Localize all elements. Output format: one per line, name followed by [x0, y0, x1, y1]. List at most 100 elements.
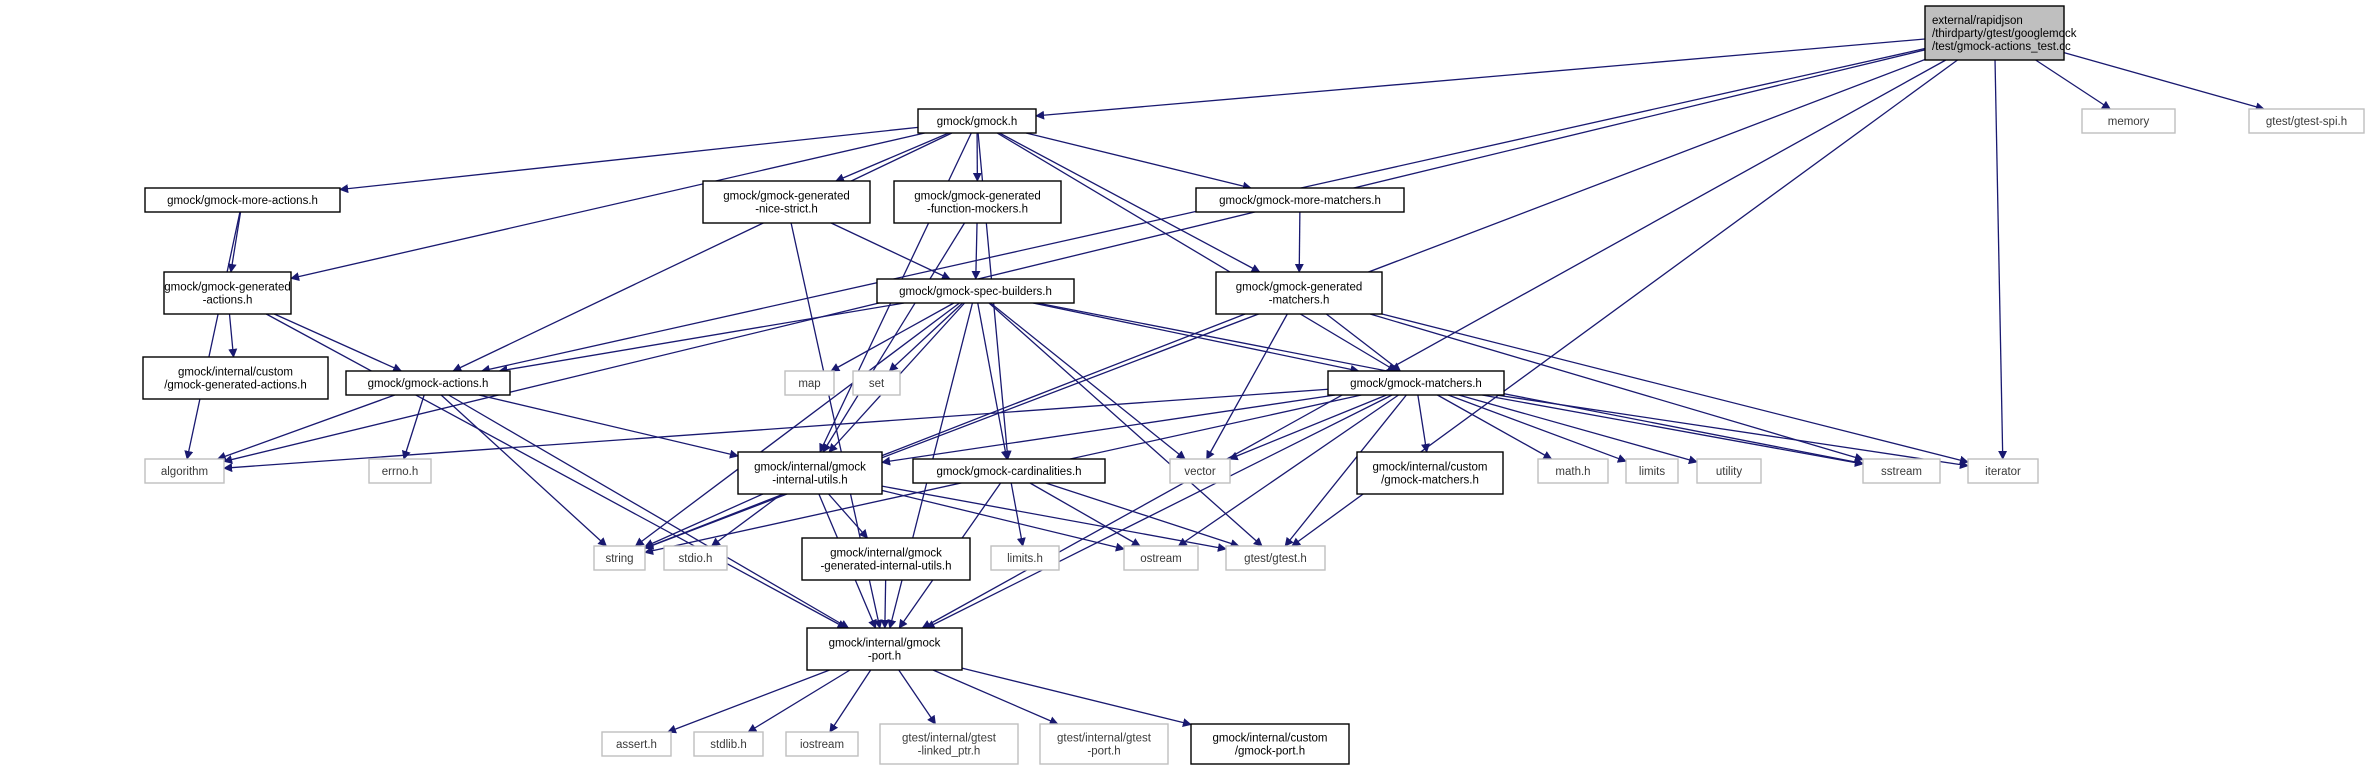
node-label-line: gmock/internal/custom [1212, 733, 1327, 745]
node-box [1195, 187, 1405, 213]
node-more_actions[interactable]: gmock/gmock-more-actions.h [144, 187, 341, 213]
node-label-line: -internal-utils.h [772, 475, 847, 487]
edge-port-to-assert [666, 669, 830, 734]
edge-gen_nice-to-spec_builders [830, 222, 951, 280]
edge-port-to-gtest_port [932, 669, 1059, 725]
node-label-line: stdio.h [679, 553, 713, 565]
node-iterator: iterator [1967, 458, 2039, 484]
node-actions[interactable]: gmock/gmock-actions.h [345, 370, 511, 396]
node-gmock_h[interactable]: gmock/gmock.h [917, 108, 1037, 134]
edge-gen_matchers-to-sstream [1369, 313, 1864, 462]
node-string: string [593, 545, 646, 571]
node-label-line: gmock/internal/gmock [830, 548, 942, 560]
edge-gen_actions-to-port [265, 313, 847, 629]
edge-matchers-to-algorithm [223, 388, 1329, 473]
node-label-line: sstream [1881, 466, 1922, 478]
node-root[interactable]: external/rapidjson/thirdparty/gtest/goog… [1924, 5, 2077, 61]
node-box [1225, 545, 1326, 571]
node-box [142, 356, 329, 400]
node-cardinalities[interactable]: gmock/gmock-cardinalities.h [912, 458, 1106, 484]
node-custom_gen_actions[interactable]: gmock/internal/custom/gmock-generated-ac… [142, 356, 329, 400]
edge-gen_actions-to-custom_gen_actions [228, 313, 238, 358]
node-label-line: -port.h [868, 651, 901, 663]
edge-gmock_h-to-gen_actions [290, 132, 925, 282]
node-label-line: assert.h [616, 739, 657, 751]
node-box [1696, 458, 1762, 484]
node-label-line: -nice-strict.h [755, 204, 818, 216]
edge-actions-to-internal_utils [478, 394, 739, 459]
edge-matchers-to-ostream [1177, 394, 1399, 547]
edge-internal_utils-to-stdio [710, 493, 783, 547]
node-box [801, 537, 971, 581]
edge-gen_matchers-to-matchers [1325, 313, 1402, 372]
node-label-line: map [798, 378, 820, 390]
node-box [917, 108, 1037, 134]
node-stdio: stdio.h [663, 545, 728, 571]
node-box [852, 370, 901, 396]
node-set: set [852, 370, 901, 396]
edge-gen_matchers-to-iterator [1381, 313, 1969, 465]
node-box [1862, 458, 1941, 484]
node-label-line: gtest/internal/gtest [902, 733, 997, 745]
node-more_matchers[interactable]: gmock/gmock-more-matchers.h [1195, 187, 1405, 213]
node-custom_matchers[interactable]: gmock/internal/custom/gmock-matchers.h [1356, 451, 1504, 495]
node-gen_actions[interactable]: gmock/gmock-generated-actions.h [163, 271, 292, 315]
node-label-line: iostream [800, 739, 844, 751]
node-box [345, 370, 511, 396]
node-box [693, 731, 764, 757]
node-custom_port[interactable]: gmock/internal/custom/gmock-port.h [1190, 723, 1350, 765]
edge-root-to-port [921, 59, 1947, 629]
node-label-line: -matchers.h [1269, 295, 1330, 307]
node-iostream: iostream [785, 731, 859, 757]
nodes-layer: external/rapidjson/thirdparty/gtest/goog… [142, 5, 2365, 765]
node-box [144, 458, 225, 484]
node-gtest_port: gtest/internal/gtest-port.h [1039, 723, 1169, 765]
node-map: map [784, 370, 835, 396]
edges-layer [184, 38, 2265, 734]
node-box [1169, 458, 1231, 484]
node-box [1123, 545, 1199, 571]
node-gen_internal_utils[interactable]: gmock/internal/gmock-generated-internal-… [801, 537, 971, 581]
edge-gen_matchers-to-string [644, 313, 1246, 550]
node-label-line: algorithm [161, 466, 208, 478]
node-port[interactable]: gmock/internal/gmock-port.h [806, 627, 963, 671]
node-gen_nice[interactable]: gmock/gmock-generated-nice-strict.h [702, 180, 871, 224]
node-box [1327, 370, 1505, 396]
edge-matchers-to-iterator [1495, 394, 1969, 470]
edge-port-to-iostream [829, 669, 872, 733]
node-label-line: -generated-internal-utils.h [820, 561, 951, 573]
node-label-line: gmock/gmock-matchers.h [1350, 378, 1482, 390]
edge-gmock_h-to-more_matchers [1025, 132, 1252, 191]
edge-spec_builders-to-matchers [1032, 302, 1360, 374]
edge-matchers-to-utility [1458, 394, 1698, 465]
node-gen_func[interactable]: gmock/gmock-generated-function-mockers.h [893, 180, 1062, 224]
node-box [879, 723, 1019, 765]
node-gtest_h: gtest/gtest.h [1225, 545, 1326, 571]
node-box [702, 180, 871, 224]
node-gen_matchers[interactable]: gmock/gmock-generated-matchers.h [1215, 271, 1383, 315]
node-gtest_spi: gtest/gtest-spi.h [2248, 108, 2365, 134]
edge-spec_builders-to-cardinalities [977, 302, 1010, 460]
node-algorithm: algorithm [144, 458, 225, 484]
node-box [601, 731, 672, 757]
node-spec_builders[interactable]: gmock/gmock-spec-builders.h [876, 278, 1075, 304]
node-label-line: stdlib.h [710, 739, 746, 751]
edge-spec_builders-to-gtest_h [988, 302, 1263, 547]
edge-gen_actions-to-actions [274, 313, 403, 372]
edge-spec_builders-to-vector [990, 302, 1186, 460]
edge-more_matchers-to-gen_matchers [1294, 211, 1304, 273]
edge-spec_builders-to-string [634, 302, 960, 547]
node-label-line: -function-mockers.h [927, 204, 1028, 216]
edge-matchers-to-limits [1447, 394, 1627, 463]
node-label-line: gtest/internal/gtest [1057, 733, 1152, 745]
node-label-line: gtest/gtest.h [1244, 553, 1307, 565]
edge-actions-to-port [448, 394, 850, 629]
node-label-line: gmock/internal/custom [178, 367, 293, 379]
node-matchers[interactable]: gmock/gmock-matchers.h [1327, 370, 1505, 396]
node-box [663, 545, 728, 571]
node-box [876, 278, 1075, 304]
node-label-line: errno.h [382, 466, 418, 478]
node-internal_utils[interactable]: gmock/internal/gmock-internal-utils.h [737, 451, 883, 495]
edge-cardinalities-to-gtest_h [1045, 482, 1240, 548]
